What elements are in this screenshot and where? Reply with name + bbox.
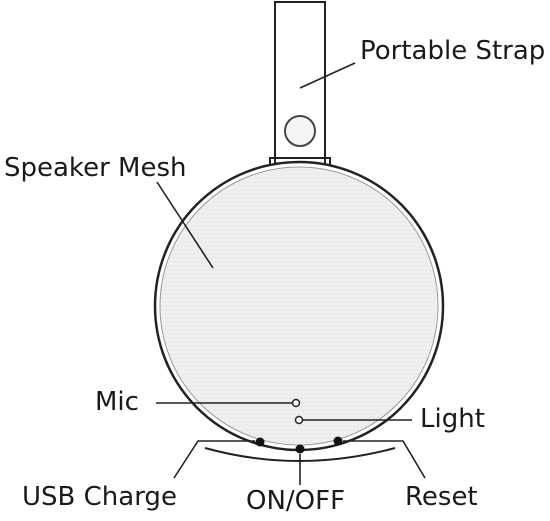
strap-label: Portable Strap (360, 36, 546, 66)
power-button (295, 444, 305, 454)
reset-button (333, 436, 343, 446)
usb-port (255, 437, 265, 447)
light-indicator (294, 415, 304, 425)
leader-lines (156, 62, 426, 485)
portable-strap (269, 1, 331, 169)
reset-label: Reset (405, 482, 478, 512)
mesh-leader (156, 181, 214, 269)
mic-label: Mic (95, 387, 139, 417)
mic-hole (291, 398, 301, 408)
light-label: Light (420, 404, 485, 434)
strap-leader (299, 62, 356, 89)
reset-leader (343, 440, 426, 479)
usb-leader (173, 440, 255, 479)
strap-button (284, 115, 316, 147)
mesh-label: Speaker Mesh (4, 153, 187, 183)
speaker-body (153, 160, 445, 462)
usb-label: USB Charge (22, 482, 177, 512)
power-label: ON/OFF (246, 486, 346, 516)
